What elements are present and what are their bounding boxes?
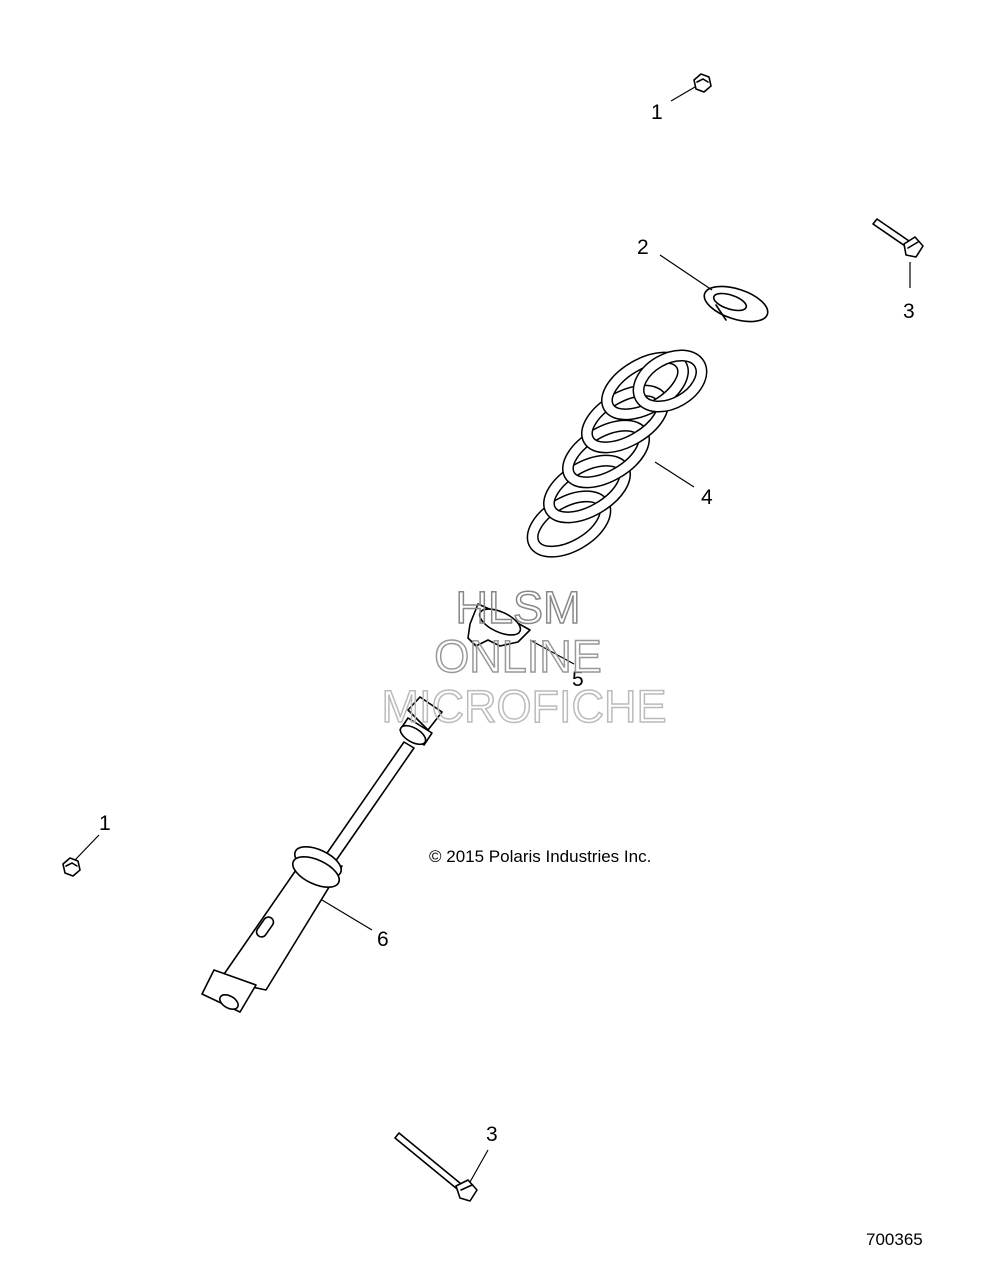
callout-bolt-bottom: 3 — [486, 1123, 498, 1146]
bolt-bottom — [394, 1132, 489, 1202]
callout-bolt-top: 3 — [903, 300, 915, 323]
callout-nut-top: 1 — [651, 101, 663, 124]
callout-spring-seat: 5 — [572, 668, 584, 691]
spring-seat — [467, 603, 575, 665]
callout-spring-retainer: 2 — [637, 236, 649, 259]
callout-shock-body: 6 — [377, 928, 389, 951]
watermark-line3: MICROFICHE — [382, 681, 667, 732]
copyright-notice: © 2015 Polaris Industries Inc. — [429, 847, 651, 866]
shock-absorber — [201, 696, 443, 1013]
callout-spring: 4 — [701, 486, 713, 509]
watermark-line1: HLSM — [455, 582, 580, 633]
spring-retainer — [659, 254, 769, 323]
watermark-line2: ONLINE — [434, 631, 602, 682]
flange-nut-left — [62, 834, 100, 877]
watermark: HLSM ONLINE MICROFICHE — [381, 581, 668, 733]
coil-spring — [526, 349, 708, 558]
flange-nut-top — [670, 73, 712, 102]
bolt-top — [872, 218, 924, 288]
figure-number: 700365 — [866, 1230, 923, 1249]
callout-nut-left: 1 — [99, 812, 111, 835]
